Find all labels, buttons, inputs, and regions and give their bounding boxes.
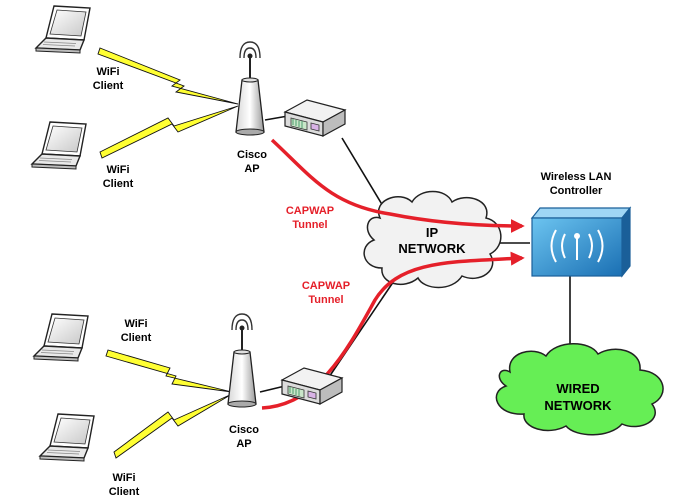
wifi-client-2-label-line2: Client xyxy=(103,178,134,190)
link-ap-top-to-switch xyxy=(264,115,289,121)
wlc-label-line2: Controller xyxy=(550,185,603,197)
wireless-links xyxy=(97,47,239,459)
capwap-bottom-label-line1: CAPWAP xyxy=(302,280,350,292)
wifi-client-1 xyxy=(35,5,91,54)
lightning-bolt-icon xyxy=(99,105,239,159)
lightning-bolt-icon xyxy=(113,393,233,459)
laptop-icon xyxy=(39,413,95,462)
capwap-top-label-line2: Tunnel xyxy=(292,219,327,231)
capwap-bottom-label-line2: Tunnel xyxy=(308,294,343,306)
ip-network-label-line1: IP xyxy=(426,225,439,240)
wifi-client-4-label-line2: Client xyxy=(109,486,140,498)
ap-bottom-label-line1: Cisco xyxy=(229,424,259,436)
cloud-icon xyxy=(495,343,664,436)
wifi-client-3-label-line1: WiFi xyxy=(124,318,147,330)
switch-bottom xyxy=(281,367,343,405)
wired-network-label-line1: WIRED xyxy=(556,381,599,396)
wired-network-cloud: WIRED NETWORK xyxy=(495,343,664,436)
wifi-client-4-label-line1: WiFi xyxy=(112,472,135,484)
wifi-client-3 xyxy=(33,313,89,362)
switch-icon xyxy=(281,367,343,405)
link-ap-bottom-to-switch xyxy=(259,385,286,393)
wifi-client-2-label-line1: WiFi xyxy=(106,164,129,176)
ip-network-label-line2: NETWORK xyxy=(398,241,466,256)
ip-network-cloud: IP NETWORK xyxy=(363,190,502,289)
ap-top-label-line2: AP xyxy=(244,163,259,175)
wifi-client-1-label-line1: WiFi xyxy=(96,66,119,78)
wifi-client-1-label-line2: Client xyxy=(93,80,124,92)
ap-bottom-label-line2: AP xyxy=(236,438,251,450)
switch-top xyxy=(284,99,346,137)
lightning-bolt-icon xyxy=(105,349,233,393)
wifi-client-2 xyxy=(31,121,87,170)
wifi-client-4 xyxy=(39,413,95,462)
laptop-icon xyxy=(33,313,89,362)
access-point-top xyxy=(235,41,265,136)
capwap-top-label-line1: CAPWAP xyxy=(286,205,334,217)
laptop-icon xyxy=(31,121,87,170)
ap-top-label-line1: Cisco xyxy=(237,149,267,161)
wired-network-label-line2: NETWORK xyxy=(544,398,612,413)
antenna-icon xyxy=(235,41,265,136)
access-point-bottom xyxy=(227,313,257,408)
wifi-client-3-label-line2: Client xyxy=(121,332,152,344)
wireless-lan-controller: Wireless LAN Controller xyxy=(530,171,632,278)
switch-icon xyxy=(284,99,346,137)
capwap-tunnel-top xyxy=(270,138,525,233)
antenna-icon xyxy=(227,313,257,408)
laptop-icon xyxy=(35,5,91,54)
wlc-label-line1: Wireless LAN xyxy=(541,171,612,183)
lightning-bolt-icon xyxy=(97,47,239,105)
